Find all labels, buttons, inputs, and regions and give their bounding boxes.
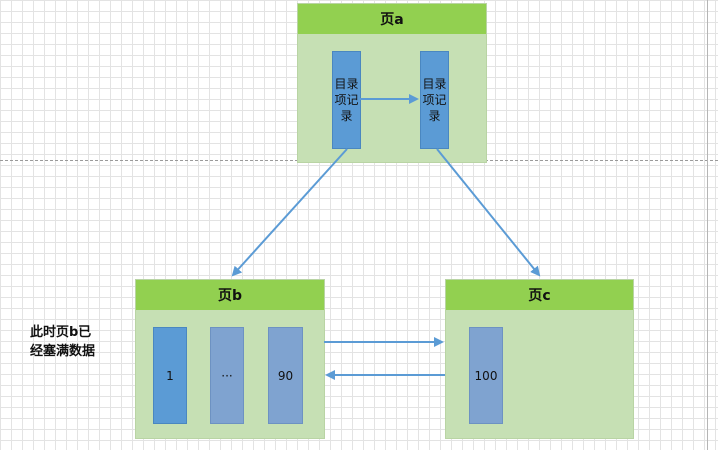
vertical-guide-line [707, 0, 708, 450]
page-b-record-90: 90 [268, 327, 303, 424]
page-b: 页b 1 ··· 90 [135, 279, 325, 439]
record-value: 100 [474, 368, 498, 383]
record-value: ··· [221, 368, 233, 383]
record-line: 目录 [334, 77, 359, 91]
record-line: 录 [340, 109, 353, 123]
record-line: 项记 [334, 93, 359, 107]
page-c-title: 页c [528, 288, 551, 304]
record-line: 录 [428, 109, 441, 123]
page-b-full-note: 此时页b已 经塞满数据 [30, 323, 130, 361]
record-line: 目录 [422, 77, 447, 91]
record-value: 1 [166, 368, 174, 383]
page-b-header: 页b [136, 280, 324, 310]
page-c: 页c 100 [445, 279, 634, 439]
record-value: 90 [277, 368, 294, 383]
page-a: 页a 目录 项记 录 目录 项记 录 [297, 3, 487, 163]
page-c-record-100: 100 [469, 327, 503, 424]
page-a-directory-record-2: 目录 项记 录 [420, 51, 449, 149]
page-a-header: 页a [298, 4, 486, 34]
arrow-to-page-b [231, 148, 348, 277]
record-line: 项记 [422, 93, 447, 107]
page-a-directory-record-1: 目录 项记 录 [332, 51, 361, 149]
page-a-title: 页a [380, 12, 404, 28]
note-line-1: 此时页b已 [30, 325, 92, 340]
page-b-record-ellipsis: ··· [210, 327, 244, 424]
note-line-2: 经塞满数据 [30, 344, 96, 359]
arrow-to-page-c [436, 148, 541, 277]
page-b-title: 页b [217, 288, 243, 304]
page-c-header: 页c [446, 280, 633, 310]
page-b-record-1: 1 [153, 327, 187, 424]
